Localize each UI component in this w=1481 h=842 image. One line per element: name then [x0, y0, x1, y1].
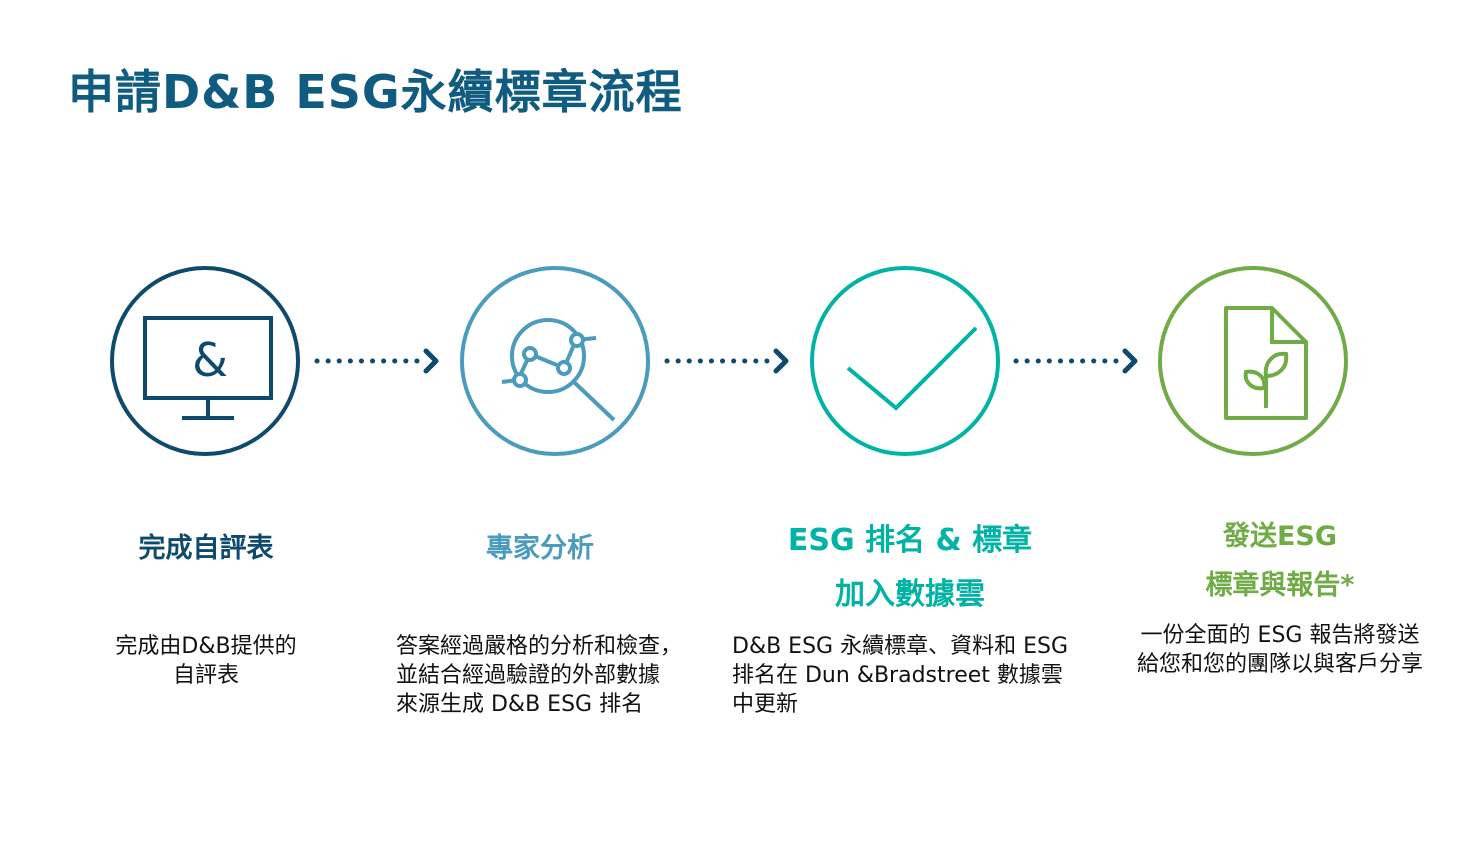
heading-line: 專家分析	[486, 533, 594, 564]
page-title: 申請D&B ESG永續標章流程	[68, 65, 683, 119]
checkmark-icon	[846, 326, 978, 411]
svg-text:&: &	[192, 333, 228, 387]
heading-line: 發送ESG	[1222, 521, 1338, 552]
step-1-heading: 完成自評表	[106, 522, 306, 576]
arrow-2	[664, 348, 789, 374]
analysis-magnifier-icon	[501, 318, 616, 422]
desc-line: 完成由D&B提供的	[115, 634, 297, 659]
desc-line: 並結合經過驗證的外部數據	[396, 663, 661, 688]
heading-line: 標章與報告*	[1205, 570, 1355, 601]
desc-line: 自評表	[172, 663, 239, 688]
step-2-heading: 專家分析	[440, 522, 640, 576]
desc-line: 給您和您的團隊以與客戶分享	[1136, 652, 1423, 677]
arrow-1	[314, 348, 439, 374]
desc-line: 排名在 Dun &Bradstreet 數據雲	[732, 663, 1063, 688]
step-2-circle	[460, 266, 650, 456]
heading-line: ESG 排名 & 標章	[787, 523, 1033, 558]
desc-line: 一份全面的 ESG 報告將發送	[1140, 623, 1420, 648]
desc-line: D&B ESG 永續標章、資料和 ESG	[732, 634, 1068, 659]
step-4-heading: 發送ESG 標章與報告*	[1160, 512, 1400, 610]
step-1-description: 完成由D&B提供的自評表	[96, 632, 316, 690]
step-3-heading: ESG 排名 & 標章加入數據雲	[760, 514, 1060, 622]
desc-line: 中更新	[732, 692, 799, 717]
document-plant-icon	[1224, 306, 1308, 420]
step-4-description: 一份全面的 ESG 報告將發送給您和您的團隊以與客戶分享	[1118, 621, 1442, 679]
desc-line: 答案經過嚴格的分析和檢查，	[396, 634, 683, 659]
arrow-3	[1013, 348, 1138, 374]
step-4-circle	[1158, 266, 1348, 456]
step-2-description: 答案經過嚴格的分析和檢查， 並結合經過驗證的外部數據來源生成 D&B ESG 排名	[396, 632, 682, 719]
heading-line: 加入數據雲	[835, 577, 985, 612]
heading-line: 完成自評表	[138, 533, 274, 564]
step-1-circle: &	[110, 266, 300, 456]
monitor-db-icon: &	[143, 316, 273, 420]
step-3-circle	[810, 266, 1000, 456]
step-3-description: D&B ESG 永續標章、資料和 ESG 排名在 Dun &Bradstreet …	[732, 632, 1068, 719]
desc-line: 來源生成 D&B ESG 排名	[396, 692, 644, 717]
